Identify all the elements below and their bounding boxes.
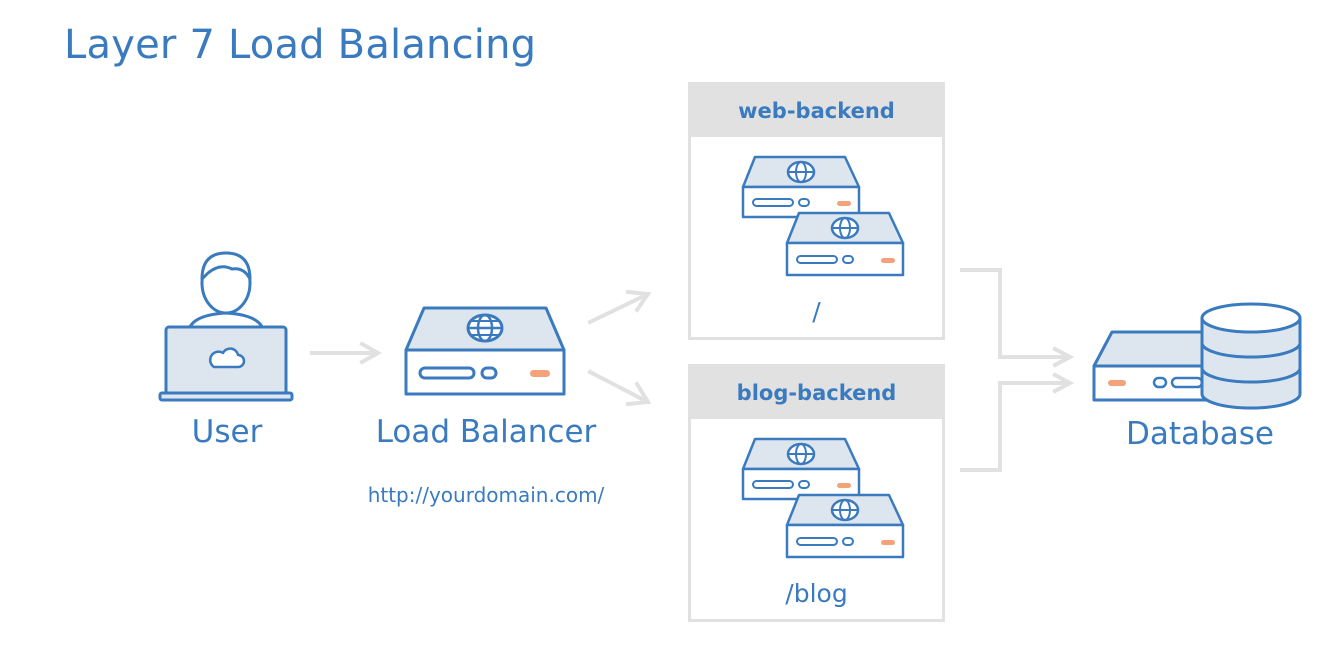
- arrow-lb-to-web-backend: [587, 289, 652, 325]
- web-backend-header: web-backend: [691, 85, 942, 137]
- user-label: User: [191, 414, 263, 450]
- blog-backend-box: blog-backend /blog: [688, 364, 945, 622]
- blog-backend-servers-icon: [741, 437, 905, 559]
- load-balancer-label: Load Balancer: [375, 414, 597, 450]
- web-backend-route: /: [812, 297, 821, 326]
- web-backend-servers-icon: [741, 155, 905, 277]
- blog-backend-route: /blog: [785, 579, 848, 608]
- arrow-blog-backend-to-db: [960, 372, 1075, 472]
- database-label: Database: [1126, 416, 1274, 452]
- blog-backend-header: blog-backend: [691, 367, 942, 419]
- arrow-web-backend-to-db: [960, 268, 1075, 368]
- arrow-lb-to-blog-backend: [587, 369, 652, 407]
- load-balancer-url: http://yourdomain.com/: [367, 483, 605, 507]
- arrow-user-to-lb: [310, 341, 383, 365]
- user-laptop-icon: [158, 251, 294, 402]
- page-title: Layer 7 Load Balancing: [64, 22, 537, 68]
- web-backend-box: web-backend /: [688, 82, 945, 340]
- database-icon: [1092, 302, 1302, 410]
- load-balancer-server-icon: [404, 306, 566, 396]
